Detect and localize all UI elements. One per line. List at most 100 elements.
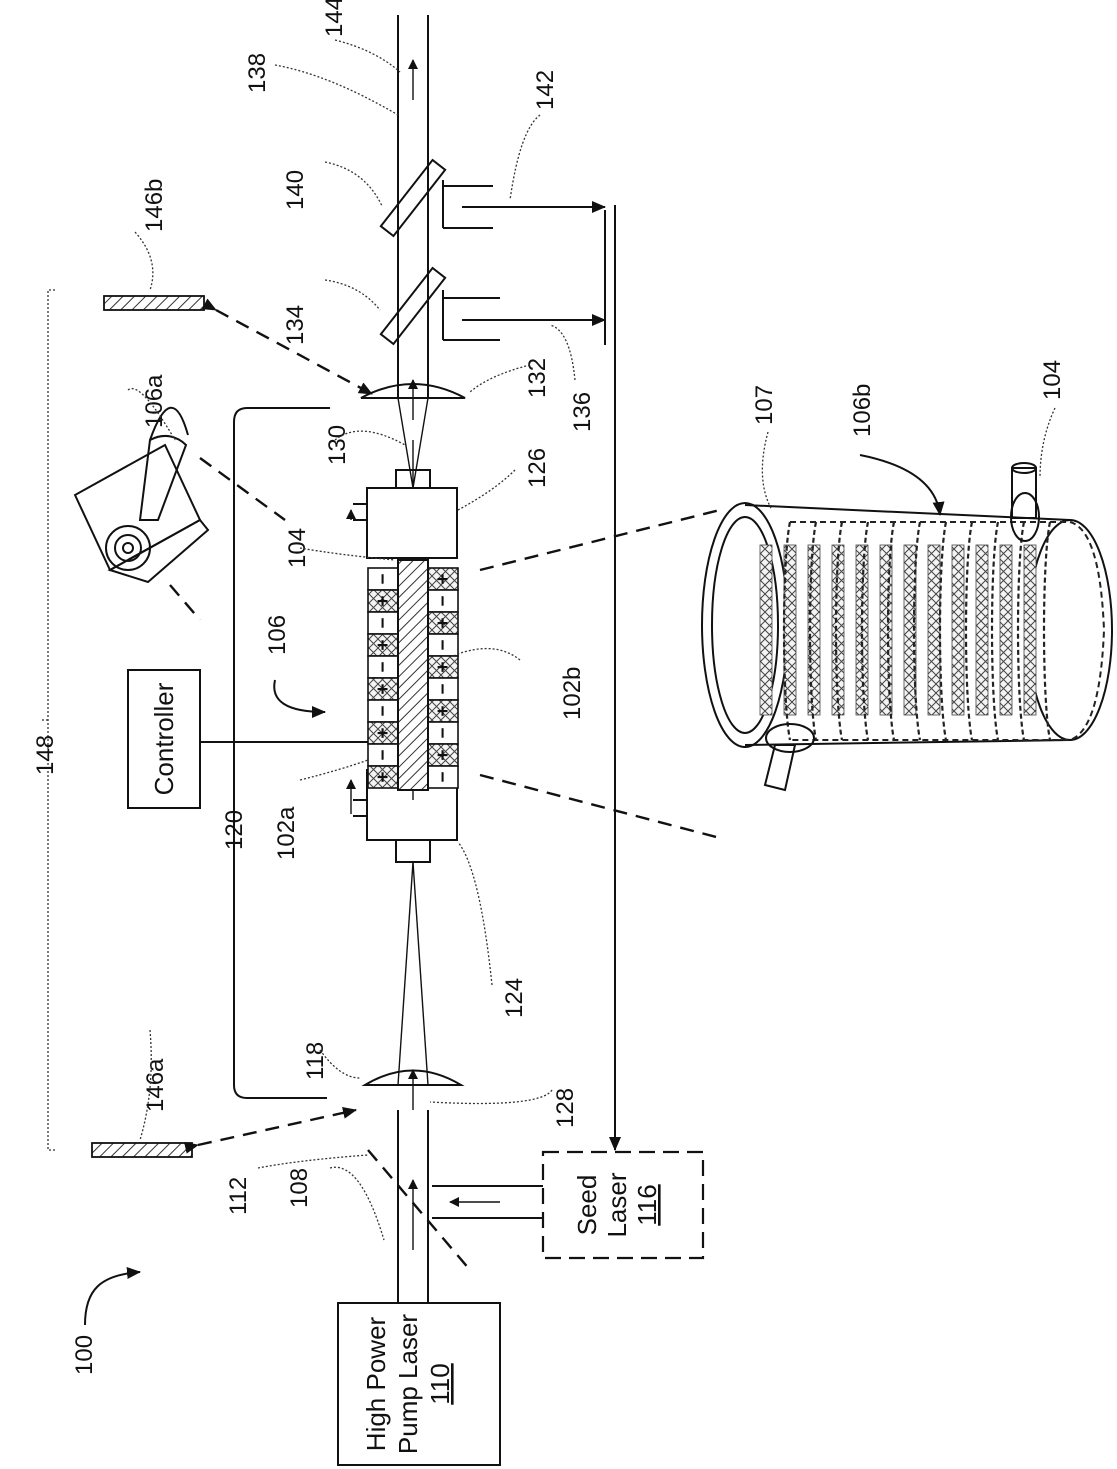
coil-band bbox=[999, 544, 1013, 716]
zoom-projection-lines bbox=[479, 508, 721, 840]
magnet-polarity-label: + bbox=[373, 639, 394, 650]
ref-118: 118 bbox=[302, 1042, 329, 1080]
magnet-polarity-label: + bbox=[433, 749, 454, 760]
magnet-polarity-label: − bbox=[373, 617, 394, 628]
coil-winding bbox=[860, 521, 870, 741]
top-magnet-row: − + − + − + − + − + bbox=[367, 567, 399, 789]
ref-126: 126 bbox=[524, 448, 551, 488]
fiber-104-out bbox=[1011, 467, 1037, 519]
coil-band bbox=[1023, 544, 1037, 716]
controller-label: Controller bbox=[149, 682, 179, 795]
ref-146b: 146b bbox=[141, 179, 168, 232]
coil-band bbox=[975, 544, 989, 716]
ref-102a: 102a bbox=[273, 806, 300, 860]
seed-laser-line2: Laser bbox=[602, 1172, 632, 1237]
bracket-148 bbox=[40, 289, 55, 1151]
magnet-polarity-label: + bbox=[433, 617, 454, 628]
ref-107: 107 bbox=[751, 385, 778, 425]
magnet-polarity-label: + bbox=[433, 573, 454, 584]
fiber-104-in bbox=[763, 744, 797, 792]
magnet-polarity-label: − bbox=[433, 683, 454, 694]
ref-104-top: 104 bbox=[284, 528, 311, 568]
coil-band bbox=[903, 544, 917, 716]
coil-outline bbox=[790, 521, 1106, 741]
mirror-146a bbox=[91, 1142, 193, 1158]
magnet-polarity-label: + bbox=[373, 683, 394, 694]
coil-band bbox=[951, 544, 965, 716]
coil-band bbox=[759, 544, 773, 716]
magnet-polarity-label: − bbox=[373, 573, 394, 584]
ref-142: 142 bbox=[532, 70, 559, 110]
coil-winding bbox=[990, 521, 1000, 741]
ref-112: 112 bbox=[225, 1177, 252, 1215]
magnet-polarity-label: − bbox=[373, 661, 394, 672]
coil-windings bbox=[782, 521, 1106, 741]
lens-118 bbox=[361, 1069, 465, 1086]
fiber-port-in bbox=[765, 723, 815, 753]
coil-winding bbox=[964, 521, 974, 741]
ref-104-zoom: 104 bbox=[1039, 360, 1066, 400]
bottom-magnet-row: + − + − + − + − + − bbox=[427, 567, 459, 789]
ref-140: 140 bbox=[282, 170, 309, 210]
ref-108: 108 bbox=[286, 1168, 313, 1208]
mirror-146a-link bbox=[184, 1106, 357, 1154]
magnet-polarity-label: − bbox=[433, 771, 454, 782]
coil-winding bbox=[912, 521, 922, 741]
magnet-polarity-label: + bbox=[433, 661, 454, 672]
ref-148: 148 bbox=[32, 735, 59, 775]
controller-box: Controller bbox=[127, 669, 201, 809]
coil-cylinder-106b bbox=[701, 462, 1113, 792]
coil-winding bbox=[808, 521, 818, 741]
ref-144: 144 bbox=[321, 0, 348, 37]
ref-102b: 102b bbox=[559, 667, 586, 720]
pump-laser-line2: Pump Laser bbox=[393, 1314, 423, 1455]
ref-132: 132 bbox=[524, 358, 551, 398]
magnet-polarity-label: + bbox=[433, 705, 454, 716]
fiber-end-detail-106a bbox=[73, 406, 286, 621]
reference-labels: 100 112 108 146a 118 128 124 148 120 102… bbox=[32, 0, 1066, 1375]
pump-laser-line1: High Power bbox=[361, 1316, 391, 1451]
ref-136: 136 bbox=[569, 392, 596, 432]
magnet-polarity-label: − bbox=[433, 595, 454, 606]
pump-laser-box: High Power Pump Laser 110 bbox=[337, 1302, 501, 1466]
coil-band bbox=[927, 544, 941, 716]
seed-laser-ref: 116 bbox=[632, 1184, 662, 1225]
magnet-polarity-label: + bbox=[373, 771, 394, 782]
ref-106: 106 bbox=[264, 615, 291, 655]
coil-winding bbox=[782, 521, 792, 741]
ref-128: 128 bbox=[552, 1088, 579, 1128]
mirror-146b bbox=[103, 295, 205, 311]
coil-winding bbox=[1042, 521, 1052, 741]
magnet-polarity-label: + bbox=[373, 595, 394, 606]
gain-fiber-104 bbox=[397, 559, 429, 791]
seed-injection bbox=[432, 1185, 543, 1219]
ref-100: 100 bbox=[71, 1335, 98, 1375]
ref-138: 138 bbox=[244, 53, 271, 93]
magnet-polarity-label: − bbox=[433, 727, 454, 738]
enclosure-120 bbox=[233, 407, 330, 1099]
beam-splitter-134 bbox=[379, 210, 606, 346]
mirror-146b-link bbox=[201, 298, 373, 396]
magnet-array: − + − + − + − + − + + − + − + − + − + − bbox=[367, 559, 459, 791]
coil-winding bbox=[938, 521, 948, 741]
coupler-126 bbox=[346, 469, 458, 559]
pump-laser-ref: 110 bbox=[425, 1363, 455, 1404]
coil-winding bbox=[886, 521, 896, 741]
lens-132 bbox=[360, 383, 466, 399]
seed-laser-box: Seed Laser 116 bbox=[541, 1150, 705, 1260]
coil-winding bbox=[834, 521, 844, 741]
ref-106a: 106a bbox=[141, 374, 168, 428]
magnet-polarity-label: − bbox=[373, 705, 394, 716]
ref-106b: 106b bbox=[849, 384, 876, 437]
ref-146a: 146a bbox=[142, 1058, 169, 1112]
beam-splitter-140 bbox=[379, 158, 606, 238]
ref-134: 134 bbox=[282, 305, 309, 345]
magnet-polarity-label: + bbox=[373, 727, 394, 738]
magnet-polarity-label: − bbox=[373, 749, 394, 760]
magnet-polarity-label: − bbox=[433, 639, 454, 650]
ref-120: 120 bbox=[221, 810, 248, 850]
seed-laser-line1: Seed bbox=[572, 1175, 602, 1236]
dichroic-mirror-112 bbox=[367, 1149, 471, 1271]
ref-124: 124 bbox=[501, 978, 528, 1018]
